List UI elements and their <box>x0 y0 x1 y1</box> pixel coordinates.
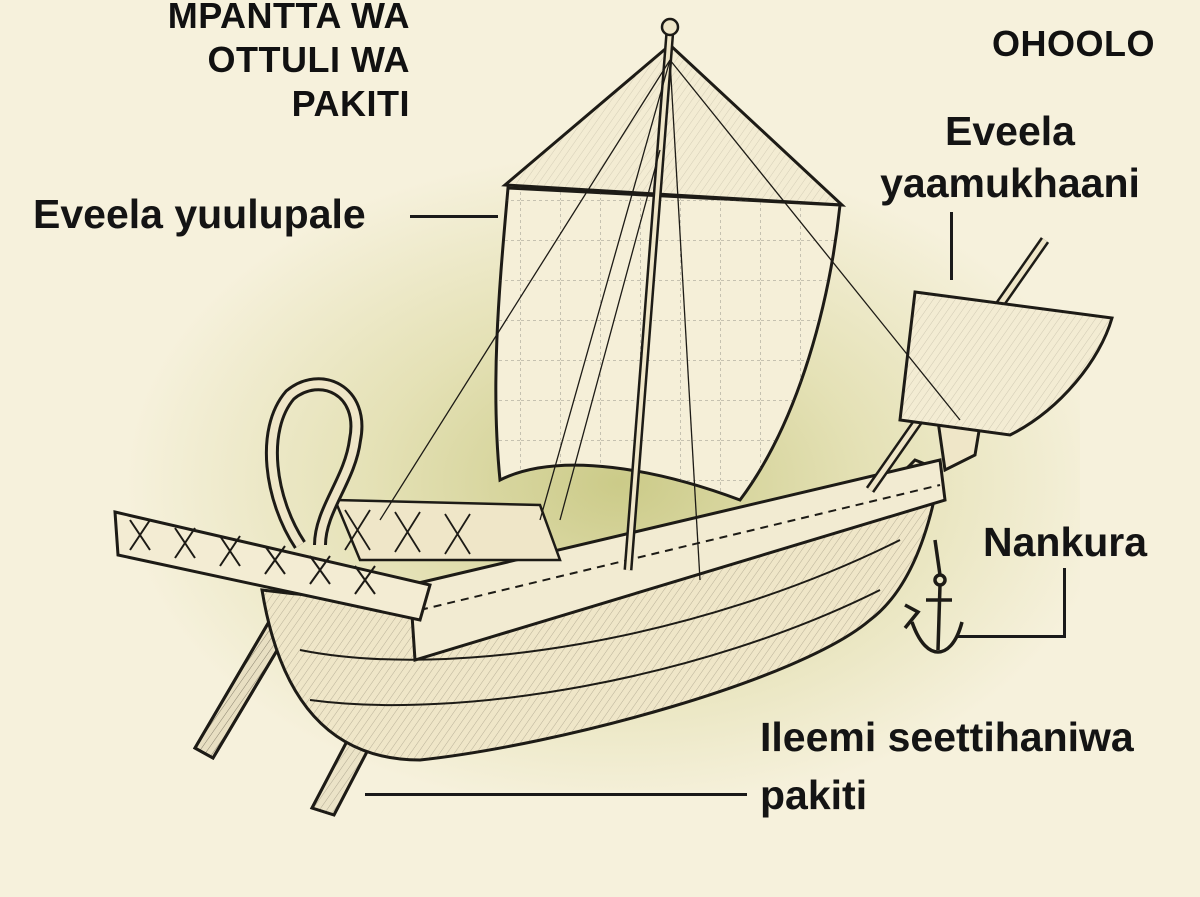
main-mast <box>379 17 961 581</box>
stern-sail-label: Eveela yuulupale <box>33 191 366 237</box>
bow-sail-label-line-2: yaamukhaani <box>880 160 1140 207</box>
page-title: MPANTTA WA OTTULI WA PAKITI <box>110 0 410 126</box>
anchor-icon <box>903 539 964 654</box>
title-line-3: PAKITI <box>291 82 410 124</box>
anchor-leader-vertical <box>1063 568 1066 638</box>
anchor-leader-horizontal <box>958 635 1066 638</box>
corner-label: OHOOLO <box>992 23 1155 64</box>
bow-sail-label-line-1: Eveela <box>945 108 1075 154</box>
bow-sail <box>898 290 1114 437</box>
rudder-label: Ileemi seettihaniwa pakiti <box>760 708 1134 824</box>
bow-sail-leader <box>950 212 953 280</box>
rudder-label-line-2: pakiti <box>760 772 868 819</box>
title-line-1: MPANTTA WA <box>167 0 410 36</box>
rudder-label-line-1: Ileemi seettihaniwa <box>760 714 1134 760</box>
title-line-2: OTTULI WA <box>207 38 410 80</box>
rudder-leader <box>365 793 747 796</box>
main-sail <box>494 42 847 502</box>
bow-sail-label: Eveela yaamukhaani <box>862 105 1158 210</box>
stern-sail-leader <box>410 215 498 218</box>
anchor-label: Nankura <box>983 519 1148 565</box>
hull <box>113 377 987 762</box>
